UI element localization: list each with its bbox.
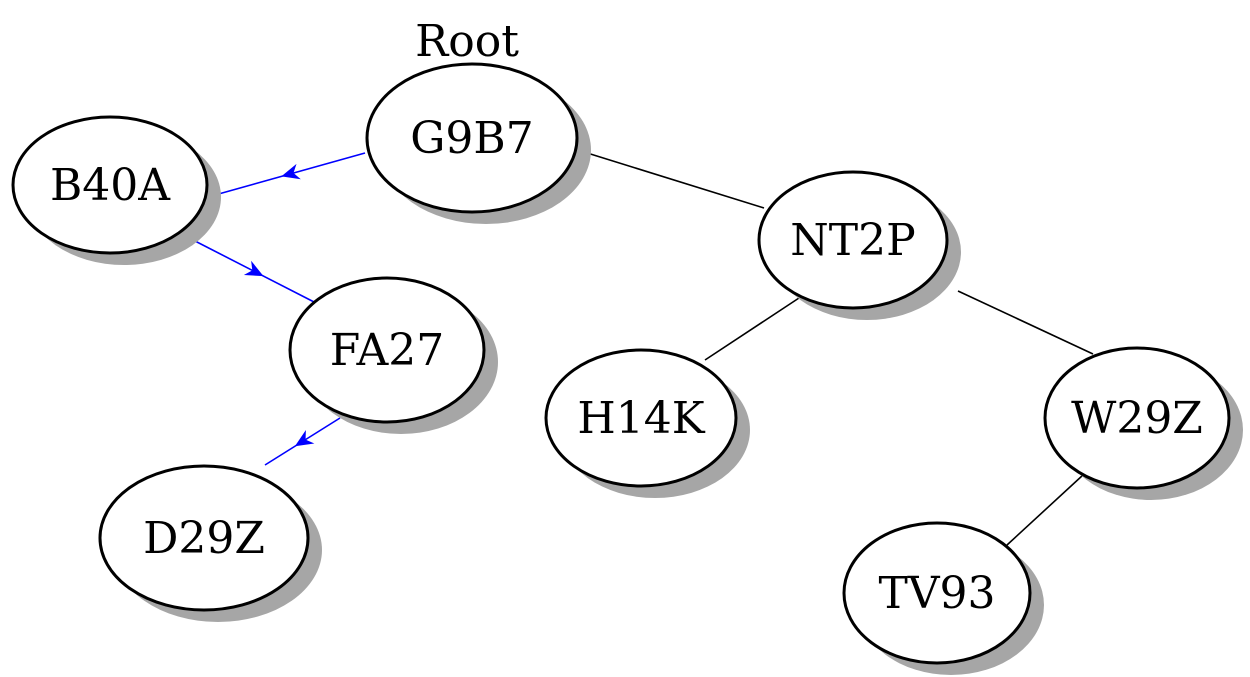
tree-node-h14k: H14K: [544, 348, 738, 488]
edge-fa27-d29z: [264, 417, 341, 466]
node-label: FA27: [330, 325, 444, 376]
node-ellipse: [842, 521, 1032, 665]
arrowhead-icon: [294, 429, 315, 447]
edge-w29z-tv93: [1006, 474, 1084, 546]
edge-nt2p-w29z: [957, 290, 1094, 355]
node-ellipse: [288, 276, 486, 424]
node-label: TV93: [878, 568, 995, 619]
tree-node-tv93: TV93: [842, 521, 1032, 665]
tree-node-nt2p: NT2P: [757, 170, 949, 310]
node-label: G9B7: [410, 113, 533, 164]
node-label: H14K: [577, 393, 705, 444]
tree-node-w29z: W29Z: [1043, 346, 1231, 490]
node-ellipse: [1043, 346, 1231, 490]
edges-layer: [194, 151, 1094, 546]
node-label: D29Z: [143, 513, 265, 564]
edge-g9b7-b40a: [214, 152, 366, 196]
edge-line: [704, 297, 800, 361]
arrowhead-icon: [243, 260, 264, 277]
edge-line: [957, 290, 1094, 355]
edge-line: [583, 151, 765, 209]
node-ellipse: [757, 170, 949, 310]
edge-line: [1006, 474, 1084, 546]
node-label: NT2P: [790, 215, 915, 266]
tree-node-g9b7: G9B7: [365, 62, 579, 214]
edge-g9b7-nt2p: [583, 151, 765, 209]
node-label: W29Z: [1071, 393, 1203, 444]
edge-b40a-fa27: [194, 240, 317, 304]
tree-node-fa27: FA27: [288, 276, 486, 424]
arrowhead-icon: [281, 163, 301, 180]
root-label: Root: [415, 16, 519, 67]
tree-node-b40a: B40A: [11, 115, 209, 255]
tree-node-d29z: D29Z: [98, 464, 310, 612]
node-ellipse: [365, 62, 579, 214]
node-ellipse: [98, 464, 310, 612]
node-ellipse: [11, 115, 209, 255]
node-label: B40A: [50, 160, 171, 211]
edge-nt2p-h14k: [704, 297, 800, 361]
node-ellipse: [544, 348, 738, 488]
